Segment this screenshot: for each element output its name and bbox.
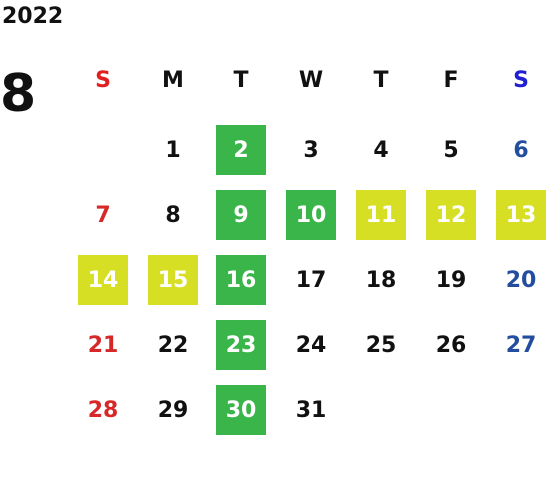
day-cell[interactable]: 25 <box>365 332 397 358</box>
day-cell[interactable]: 7 <box>95 202 111 228</box>
day-cell[interactable]: 8 <box>165 202 181 228</box>
weekday-header: T <box>233 67 249 93</box>
day-cell[interactable]: 27 <box>505 332 537 358</box>
empty-day-cell <box>356 385 406 435</box>
day-cell[interactable]: 11 <box>356 190 406 240</box>
year-label: 2022 <box>2 4 64 29</box>
day-cell[interactable]: 21 <box>87 332 119 358</box>
day-cell[interactable]: 23 <box>216 320 266 370</box>
empty-day-cell <box>496 385 546 435</box>
day-cell[interactable]: 12 <box>426 190 476 240</box>
weekday-header: S <box>95 67 111 93</box>
day-cell[interactable]: 10 <box>286 190 336 240</box>
day-cell[interactable]: 26 <box>435 332 467 358</box>
day-cell[interactable]: 28 <box>87 397 119 423</box>
day-cell[interactable]: 16 <box>216 255 266 305</box>
weekday-header: W <box>298 67 324 93</box>
day-cell[interactable]: 4 <box>373 137 389 163</box>
day-cell[interactable]: 17 <box>295 267 327 293</box>
day-cell[interactable]: 13 <box>496 190 546 240</box>
day-cell[interactable]: 3 <box>303 137 319 163</box>
weekday-header: F <box>443 67 459 93</box>
empty-day-cell <box>78 125 128 175</box>
weekday-header: S <box>513 67 529 93</box>
day-cell[interactable]: 24 <box>295 332 327 358</box>
day-cell[interactable]: 5 <box>443 137 459 163</box>
day-cell[interactable]: 20 <box>505 267 537 293</box>
day-cell[interactable]: 9 <box>216 190 266 240</box>
day-cell[interactable]: 1 <box>165 137 181 163</box>
empty-day-cell <box>426 385 476 435</box>
day-cell[interactable]: 22 <box>157 332 189 358</box>
day-cell[interactable]: 29 <box>157 397 189 423</box>
day-cell[interactable]: 19 <box>435 267 467 293</box>
day-cell[interactable]: 31 <box>295 397 327 423</box>
weekday-header: M <box>162 67 184 93</box>
weekday-header: T <box>373 67 389 93</box>
day-cell[interactable]: 30 <box>216 385 266 435</box>
day-cell[interactable]: 18 <box>365 267 397 293</box>
day-cell[interactable]: 6 <box>513 137 529 163</box>
day-cell[interactable]: 2 <box>216 125 266 175</box>
day-cell[interactable]: 15 <box>148 255 198 305</box>
day-cell[interactable]: 14 <box>78 255 128 305</box>
month-label: 8 <box>0 64 37 124</box>
